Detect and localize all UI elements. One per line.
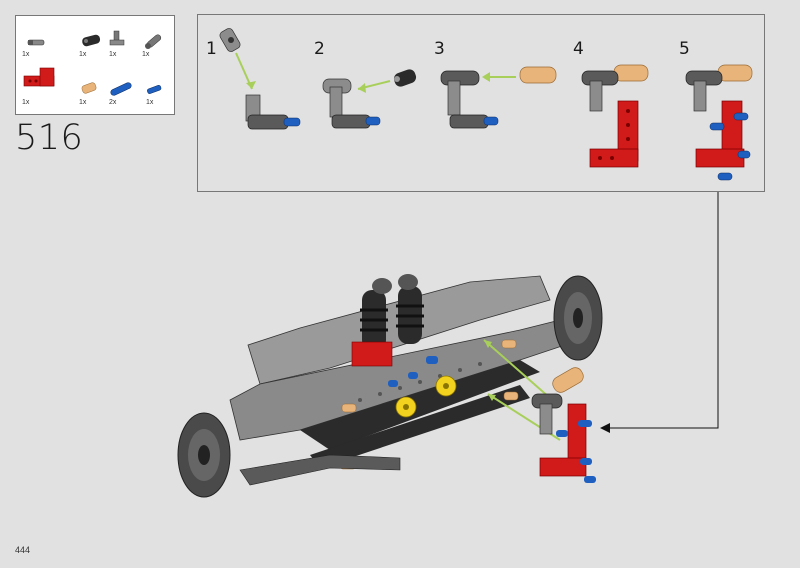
blue-pins — [388, 356, 438, 387]
substep-label: 2 — [314, 39, 325, 59]
part-qty: 1x — [22, 99, 30, 106]
right-brake-disc — [553, 275, 603, 361]
tan-pins — [339, 339, 519, 470]
part-qty: 1x — [146, 99, 154, 106]
substep-label: 3 — [434, 39, 445, 59]
part-qty: 1x — [79, 99, 87, 106]
substep-4-illustration — [581, 64, 649, 168]
blue-pin-icon — [110, 82, 132, 96]
left-brake-disc — [177, 412, 231, 498]
substep-2-illustration — [322, 69, 417, 129]
red-center-block — [351, 341, 393, 367]
black-connector-icon — [82, 34, 101, 47]
substep-illustrations — [219, 28, 753, 181]
substep-label: 4 — [573, 39, 584, 59]
blue-short-pin-icon — [147, 85, 162, 94]
substep-label: 1 — [206, 39, 217, 59]
gray-angle-connector-2-icon — [145, 34, 162, 49]
suspension-sub-assembly — [531, 367, 596, 483]
part-qty: 1x — [22, 51, 30, 58]
page-number: 444 — [15, 545, 31, 555]
parts-list-box: 1x 1x 1x 1x 1x 1x 2x 1x — [15, 15, 175, 115]
part-qty: 1x — [142, 51, 150, 58]
substep-label: 5 — [679, 39, 690, 59]
gray-angle-connector-icon — [109, 30, 125, 46]
yellow-gears — [395, 375, 457, 418]
gray-axle-pin-icon — [27, 39, 45, 46]
substep-3-illustration — [440, 66, 557, 129]
sub-assembly-box: 1 2 3 4 5 — [197, 14, 765, 192]
part-qty: 1x — [109, 51, 117, 58]
parts-illustrations — [23, 30, 162, 96]
lower-control-arm — [239, 454, 401, 486]
substep-5-illustration — [685, 64, 753, 181]
part-qty: 2x — [109, 99, 117, 106]
shock-absorbers — [360, 274, 424, 350]
substep-1-illustration — [219, 28, 301, 130]
step-number: 516 — [15, 118, 84, 158]
tan-bush-icon — [81, 82, 97, 94]
red-l-beam-icon — [23, 67, 55, 87]
part-qty: 1x — [79, 51, 87, 58]
